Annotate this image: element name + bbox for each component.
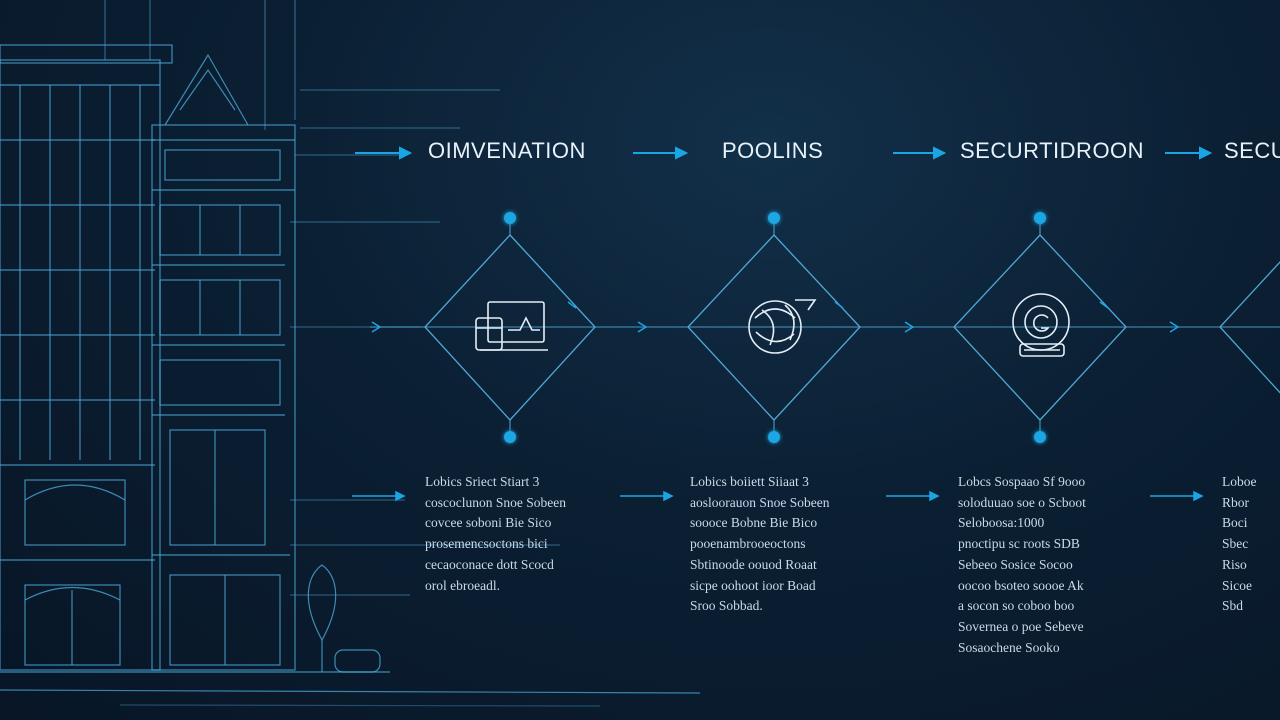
description-line: Sbtinoode oouod Roaat	[690, 556, 817, 572]
header-arrows	[355, 146, 1213, 160]
stage-node-4	[1219, 261, 1280, 394]
description-line: soloduuao soe o Scboot	[958, 494, 1086, 510]
stage-node-1	[424, 212, 596, 443]
stage-node-3	[953, 212, 1127, 443]
description-line: Boci	[1222, 515, 1248, 531]
stage-title-4: SECU	[1224, 138, 1280, 163]
description-line: Lobics boiiett Siiaat 3	[690, 474, 809, 489]
description-line: Lobics Sriect Stiart 3	[425, 474, 540, 489]
description-line: Sicoe	[1222, 577, 1252, 593]
description-line: sicpe oohoot ioor Boad	[690, 577, 816, 593]
description-line: prosemencsoctons bici	[425, 536, 548, 552]
stage-title-3: SECURTIDROON	[960, 138, 1145, 163]
building-blueprint	[0, 0, 701, 707]
description-line: Sebeeo Sosice Socoo	[958, 556, 1073, 572]
description-line: soooce Bobne Bie Bico	[690, 515, 818, 531]
stage-description-3: Lobcs Sospaao Sf 9ooo soloduuao soe o Sc…	[958, 472, 1148, 658]
guide-lines	[290, 89, 560, 596]
stage-node-2	[687, 212, 861, 443]
stage-title-1: OIMVENATION	[428, 138, 586, 163]
description-line: covcee soboni Bie Sico	[425, 515, 552, 531]
monitor-icon	[475, 301, 548, 351]
lock-icon	[1012, 293, 1070, 357]
description-line: cecaoconace dott Scocd	[425, 556, 554, 572]
description-line: Sbd	[1222, 598, 1244, 614]
description-line: Loboe	[1222, 474, 1257, 489]
globe-icon	[748, 299, 817, 354]
description-markers	[352, 490, 1204, 502]
description-line: Seloboosa:1000	[958, 515, 1045, 531]
description-line: oocoo bsoteo soooe Ak	[958, 577, 1084, 593]
description-line: Sovernea o poe Sebeve	[958, 618, 1084, 634]
description-line: Riso	[1222, 556, 1247, 572]
description-line: pooenambrooeoctons	[690, 536, 806, 552]
description-line: Sbec	[1222, 536, 1249, 552]
stage-title-2: POOLINS	[722, 138, 824, 163]
stage-description-4: Loboe Rbor Boci Sbec Riso Sicoe Sbd	[1222, 472, 1280, 617]
description-line: Rbor	[1222, 494, 1249, 510]
stage-description-1: Lobics Sriect Stiart 3 coscoclunon Snoe …	[425, 472, 615, 596]
description-line: Lobcs Sospaao Sf 9ooo	[958, 474, 1086, 489]
connector-arrows	[371, 301, 1180, 333]
description-line: orol ebroeadl.	[425, 577, 500, 593]
description-line: Sosaochene Sooko	[958, 639, 1060, 655]
stage-description-2: Lobics boiiett Siiaat 3 aosloorauon Snoe…	[690, 472, 880, 617]
description-line: pnoctipu sc roots SDB	[958, 536, 1080, 552]
description-line: coscoclunon Snoe Sobeen	[425, 494, 566, 510]
description-line: aosloorauon Snoe Sobeen	[690, 494, 830, 510]
description-line: a socon so coboo boo	[958, 598, 1075, 614]
description-line: Sroo Sobbad.	[690, 598, 763, 614]
